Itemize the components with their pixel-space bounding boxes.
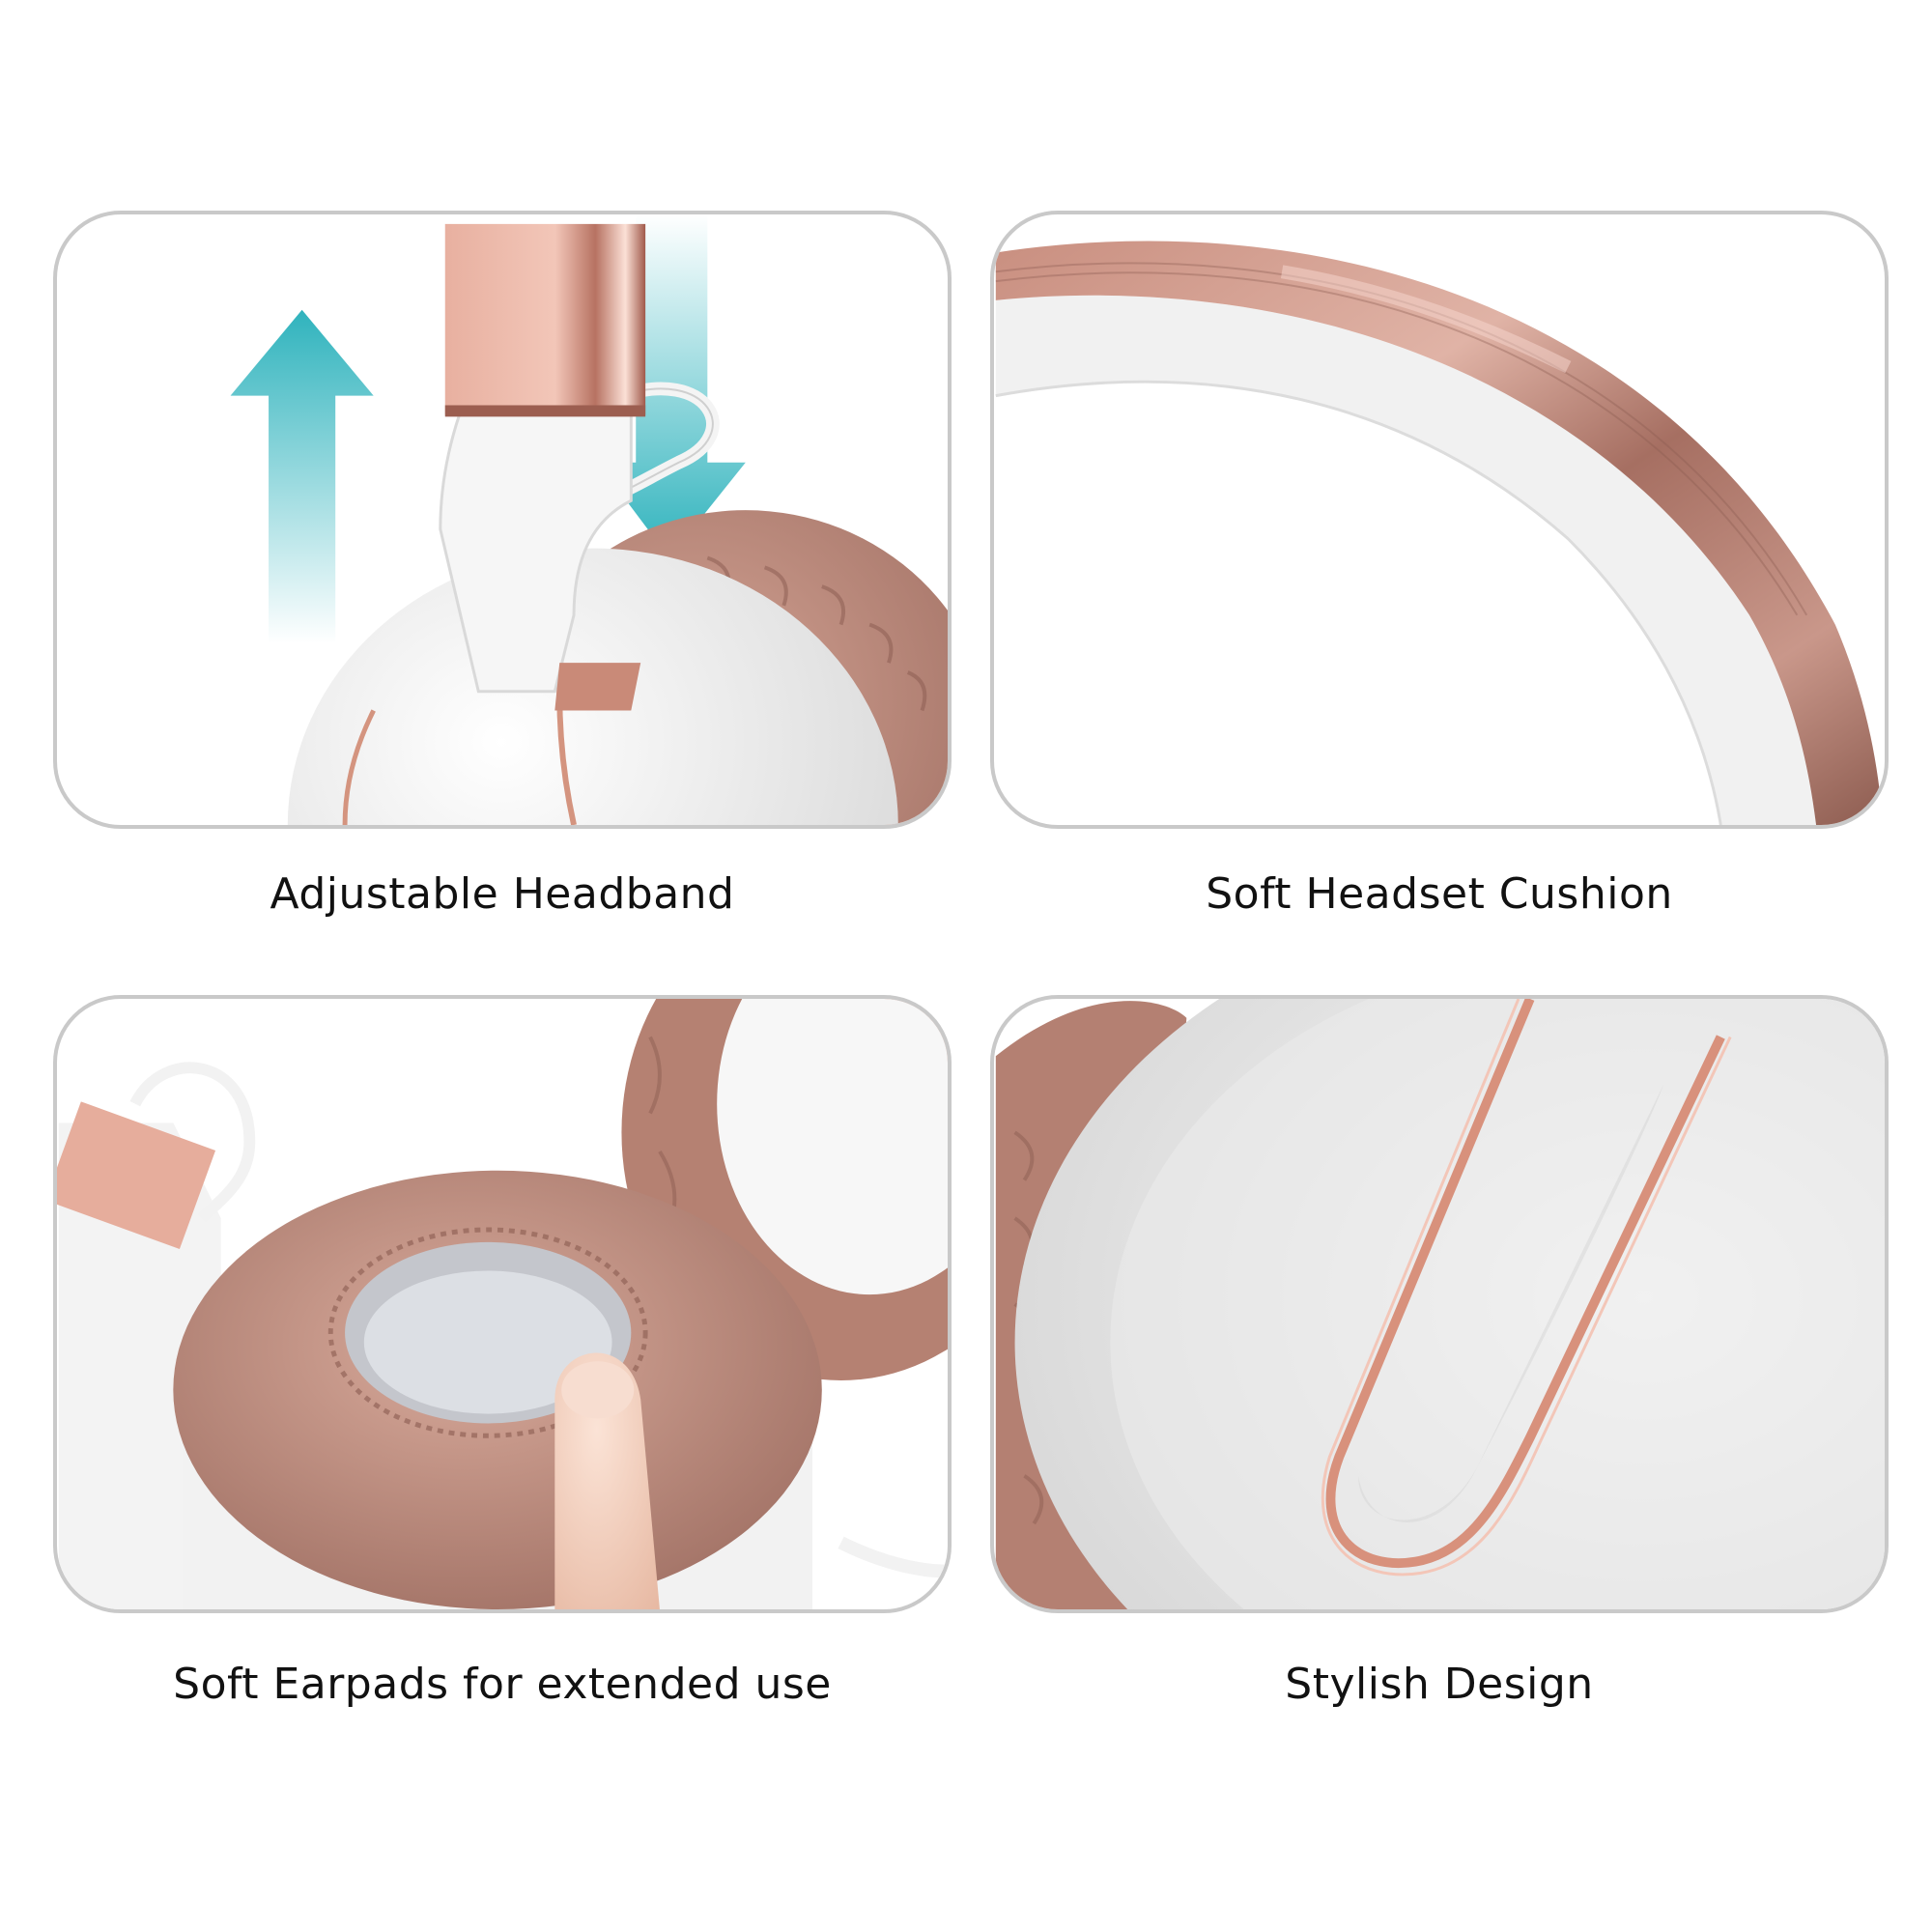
panel-adjustable-headband (53, 211, 952, 829)
earcup-design-illustration (995, 999, 1885, 1609)
earpad-finger-illustration (57, 999, 948, 1609)
panel-stylish-design (990, 995, 1889, 1613)
caption-soft-earpads: Soft Earpads for extended use (173, 1660, 832, 1709)
caption-soft-headset-cushion: Soft Headset Cushion (1206, 869, 1673, 919)
panel-soft-headset-cushion (990, 211, 1889, 829)
panel-soft-earpads (53, 995, 952, 1613)
headband-slider-illustration (230, 214, 948, 825)
arrow-up-icon (230, 309, 374, 644)
headband-cushion-illustration (995, 241, 1884, 825)
caption-stylish-design: Stylish Design (1285, 1660, 1594, 1709)
caption-adjustable-headband: Adjustable Headband (270, 869, 735, 919)
